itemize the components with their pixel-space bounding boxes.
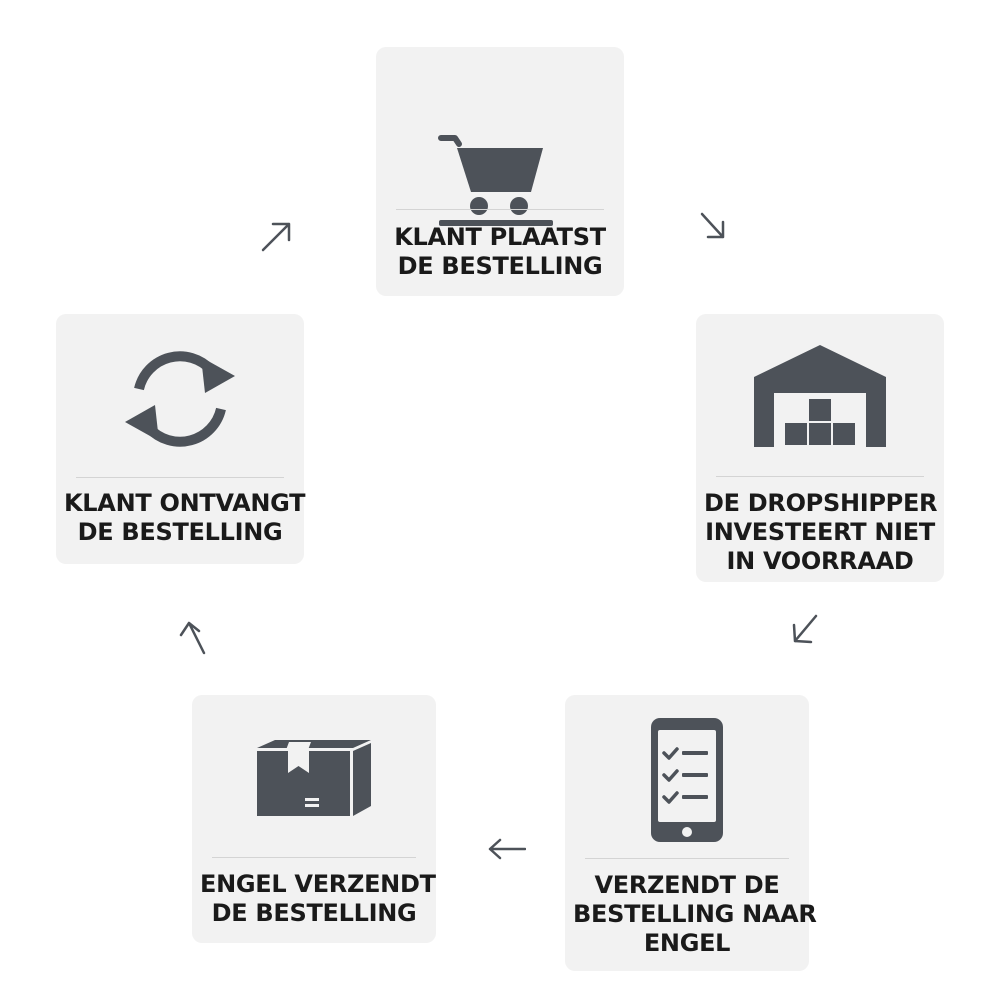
step-label: KLANT ONTVANGT DE BESTELLING: [64, 489, 306, 546]
step-label: DE DROPSHIPPER INVESTEERT NIET IN VOORRA…: [704, 489, 938, 575]
step-card-warehouse: DE DROPSHIPPER INVESTEERT NIET IN VOORRA…: [696, 314, 944, 582]
shopping-cart-icon: [376, 125, 624, 235]
warehouse-icon: [696, 340, 944, 450]
step-label: ENGEL VERZENDT DE BESTELLING: [200, 870, 436, 927]
step-label: KLANT PLAATST DE BESTELLING: [394, 223, 606, 280]
step-label: VERZENDT DE BESTELLING NAAR ENGEL: [573, 871, 817, 957]
package-box-icon: [192, 735, 436, 821]
divider: [585, 858, 789, 859]
step-card-forward: VERZENDT DE BESTELLING NAAR ENGEL: [565, 695, 817, 971]
arrow-down-left-icon: [792, 614, 818, 644]
refresh-cycle-icon: [56, 344, 304, 454]
smartphone-checklist-icon: [565, 715, 809, 845]
step-card-receive: KLANT ONTVANGT DE BESTELLING: [56, 314, 306, 564]
arrow-up-icon: [179, 621, 206, 655]
arrow-up-right-icon: [261, 222, 291, 252]
divider: [212, 857, 416, 858]
arrow-down-right-icon: [700, 212, 725, 239]
divider: [716, 476, 924, 477]
divider: [76, 477, 284, 478]
step-card-order: KLANT PLAATST DE BESTELLING: [376, 47, 624, 296]
divider: [396, 209, 604, 210]
step-card-ship: ENGEL VERZENDT DE BESTELLING: [192, 695, 436, 943]
arrow-left-icon: [488, 838, 526, 860]
